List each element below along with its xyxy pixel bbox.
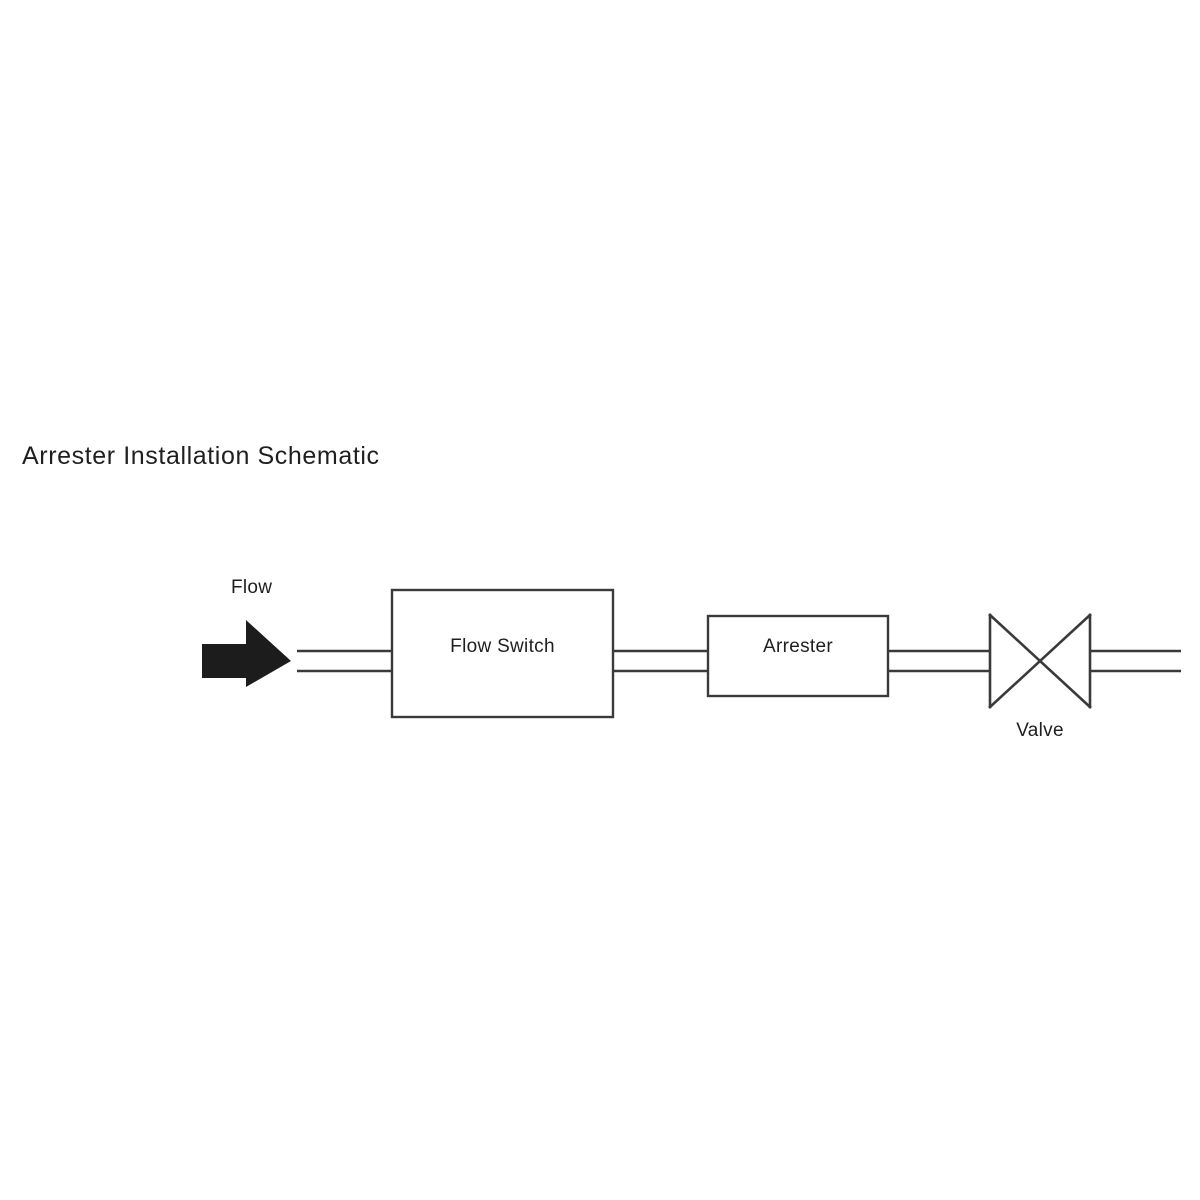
flow-switch-label: Flow Switch (450, 636, 555, 657)
flow-arrow-icon (202, 620, 291, 687)
page-title: Arrester Installation Schematic (22, 442, 380, 470)
pipe-outlet (1089, 649, 1181, 673)
component-arrester[interactable]: Arrester (706, 614, 890, 698)
pipe-switch-to-arrester (612, 649, 709, 673)
pipe-inlet (297, 649, 393, 673)
arrester-label: Arrester (763, 636, 833, 657)
pipe-arrester-to-valve (887, 649, 991, 673)
flow-label: Flow (231, 577, 272, 598)
valve-label: Valve (1016, 720, 1064, 741)
component-valve[interactable]: Valve (988, 613, 1092, 741)
component-flow-switch[interactable]: Flow Switch (390, 588, 615, 719)
